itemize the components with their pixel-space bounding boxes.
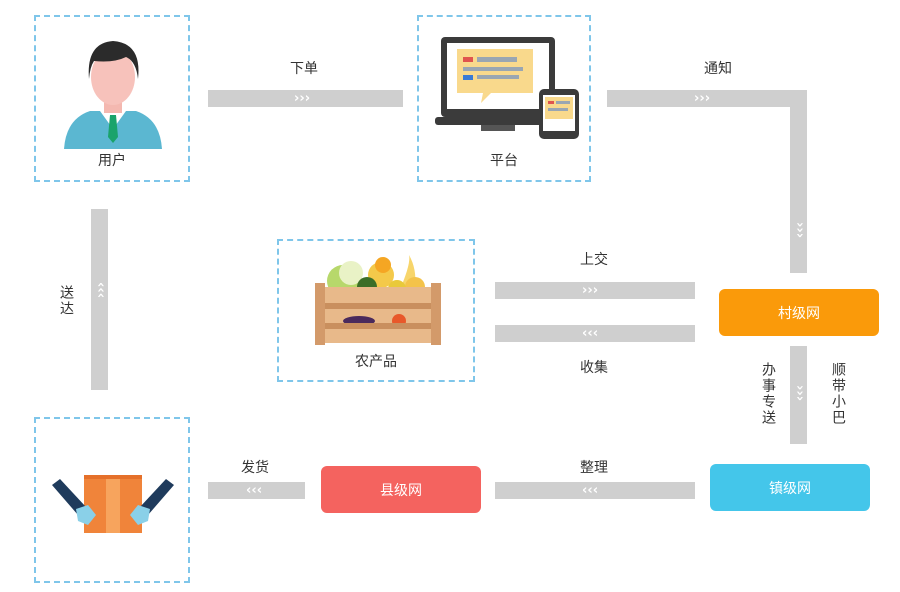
user-box: 用户 (34, 15, 190, 182)
user-label: 用户 (98, 153, 126, 169)
platform-box: 平台 (417, 15, 591, 182)
ship-label: 发货 (241, 460, 269, 476)
village-node: 村级网 (719, 289, 879, 336)
platform-label: 平台 (490, 153, 518, 169)
organize-label: 整理 (580, 460, 608, 476)
devices-icon (431, 33, 581, 139)
chevron-left-icon: ‹‹‹ (246, 483, 263, 498)
submit-label: 上交 (580, 252, 608, 268)
submit-connector (495, 282, 695, 299)
order-label: 下单 (290, 61, 318, 77)
chevron-down-icon: ››› (792, 222, 807, 239)
ship-connector (208, 482, 305, 499)
organize-connector (495, 482, 695, 499)
delivery-box (34, 417, 190, 583)
chevron-left-icon: ‹‹‹ (582, 326, 599, 341)
notify-connector-v (790, 90, 807, 273)
notify-connector-h (607, 90, 807, 107)
package-handoff-icon (48, 469, 178, 539)
produce-crate-icon (311, 253, 445, 347)
produce-label: 农产品 (355, 354, 397, 370)
notify-label: 通知 (704, 61, 732, 77)
errand-label: 办事专送 (760, 362, 776, 426)
collect-label: 收集 (580, 360, 608, 376)
chevron-right-icon: ››› (294, 91, 311, 106)
county-node: 县级网 (321, 466, 481, 513)
chevron-right-icon: ››› (582, 283, 599, 298)
chevron-left-icon: ‹‹‹ (582, 483, 599, 498)
chevron-up-icon: ‹‹‹ (93, 282, 108, 299)
chevron-right-icon: ››› (694, 91, 711, 106)
deliver-connector (91, 209, 108, 390)
deliver-label: 送达 (58, 285, 74, 317)
collect-connector (495, 325, 695, 342)
order-connector (208, 90, 403, 107)
town-node: 镇级网 (710, 464, 870, 511)
person-icon (60, 33, 166, 149)
produce-box: 农产品 (277, 239, 475, 382)
minibus-label: 顺带小巴 (830, 362, 846, 426)
village-town-connector (790, 346, 807, 444)
chevron-down-icon: ››› (792, 385, 807, 402)
